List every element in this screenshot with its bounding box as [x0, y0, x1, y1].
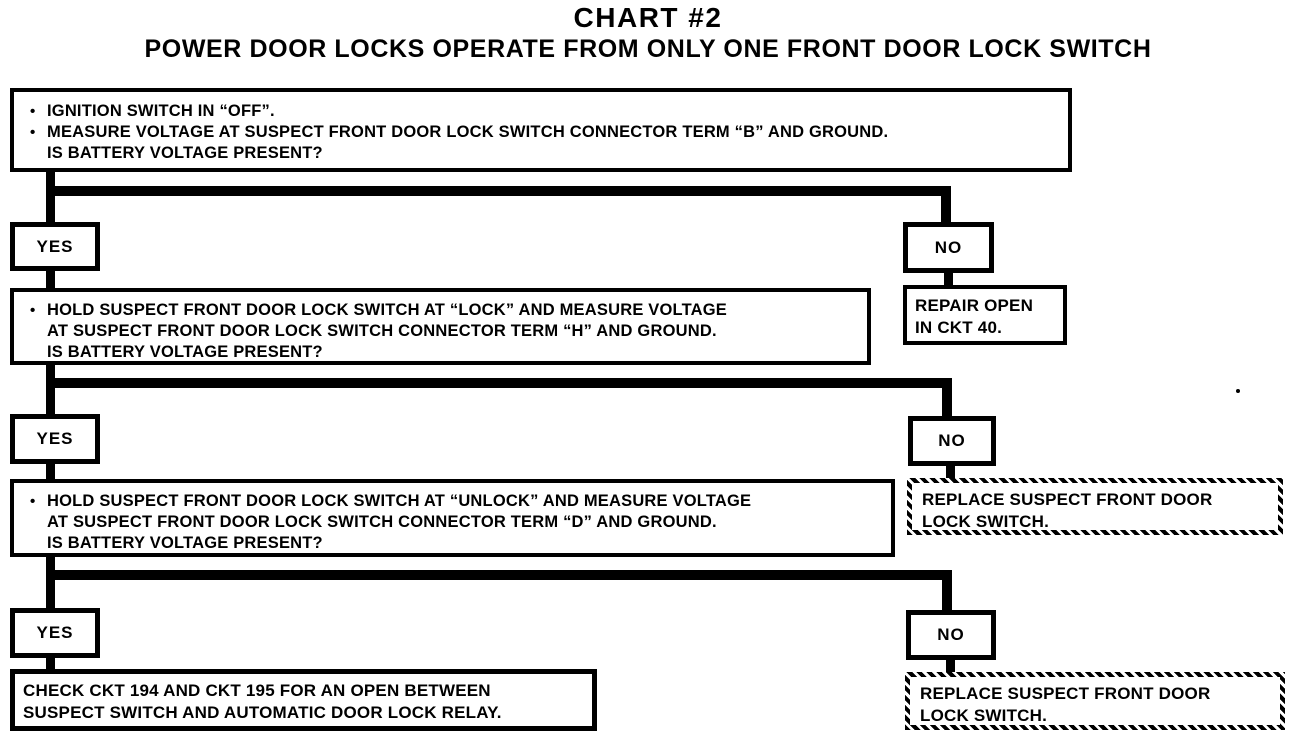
print-artifact-dot	[1236, 389, 1240, 393]
step-1-line-3: • IS BATTERY VOLTAGE PRESENT?	[30, 143, 1058, 164]
connector-line	[46, 186, 951, 196]
step-2-line-2: • AT SUSPECT FRONT DOOR LOCK SWITCH CONN…	[30, 321, 857, 342]
terminal-text-line: LOCK SWITCH.	[920, 706, 1048, 725]
connector-line	[46, 463, 55, 480]
no-label: NO	[938, 431, 966, 450]
connector-line	[46, 570, 952, 580]
step-3-no-box: NO	[906, 610, 996, 660]
step-2-text-1: HOLD SUSPECT FRONT DOOR LOCK SWITCH AT “…	[47, 301, 728, 319]
step-2-yes-box: YES	[10, 414, 100, 464]
step-2-text-2: AT SUSPECT FRONT DOOR LOCK SWITCH CONNEC…	[47, 322, 717, 340]
no-label: NO	[937, 625, 965, 644]
step-2-line-3: • IS BATTERY VOLTAGE PRESENT?	[30, 342, 857, 363]
connector-line	[942, 378, 952, 416]
step-1-line-1: • IGNITION SWITCH IN “OFF”.	[30, 101, 1058, 122]
bullet-icon: •	[30, 124, 36, 141]
step-2-text-3: IS BATTERY VOLTAGE PRESENT?	[47, 343, 323, 361]
step-1-question-box: • IGNITION SWITCH IN “OFF”. • MEASURE VO…	[10, 88, 1072, 172]
step-3-text-3: IS BATTERY VOLTAGE PRESENT?	[47, 534, 323, 552]
connector-line	[946, 465, 955, 479]
terminal-replace-switch-box-1: REPLACE SUSPECT FRONT DOOR LOCK SWITCH.	[907, 478, 1283, 535]
connector-line	[946, 659, 955, 672]
connector-line	[46, 656, 55, 670]
terminal-text-line: CHECK CKT 194 AND CKT 195 FOR AN OPEN BE…	[23, 681, 491, 700]
step-3-line-3: • IS BATTERY VOLTAGE PRESENT?	[30, 533, 881, 554]
terminal-text-line: LOCK SWITCH.	[922, 512, 1050, 531]
step-3-text-2: AT SUSPECT FRONT DOOR LOCK SWITCH CONNEC…	[47, 513, 717, 531]
terminal-text-line: IN CKT 40.	[915, 318, 1003, 337]
step-3-line-1: • HOLD SUSPECT FRONT DOOR LOCK SWITCH AT…	[30, 491, 881, 512]
no-label: NO	[934, 237, 963, 257]
chart-title: CHART #2	[573, 2, 723, 33]
step-1-text-2: MEASURE VOLTAGE AT SUSPECT FRONT DOOR LO…	[47, 123, 889, 141]
connector-line	[46, 365, 55, 415]
terminal-text-line: SUSPECT SWITCH AND AUTOMATIC DOOR LOCK R…	[23, 703, 502, 722]
connector-line	[941, 186, 951, 223]
terminal-text-line: REPAIR OPEN	[915, 296, 1034, 315]
bullet-icon: •	[30, 103, 36, 120]
connector-line	[46, 269, 55, 289]
step-1-text-3: IS BATTERY VOLTAGE PRESENT?	[47, 144, 323, 162]
step-3-text-1: HOLD SUSPECT FRONT DOOR LOCK SWITCH AT “…	[47, 492, 752, 510]
bullet-icon: •	[30, 493, 36, 510]
bullet-icon: •	[30, 302, 36, 319]
step-1-text-1: IGNITION SWITCH IN “OFF”.	[47, 102, 275, 120]
chart-subtitle: POWER DOOR LOCKS OPERATE FROM ONLY ONE F…	[144, 35, 1152, 63]
connector-line	[46, 172, 55, 223]
step-1-yes-box: YES	[10, 222, 100, 271]
yes-label: YES	[36, 429, 74, 448]
step-2-line-1: • HOLD SUSPECT FRONT DOOR LOCK SWITCH AT…	[30, 300, 857, 321]
step-3-question-box: • HOLD SUSPECT FRONT DOOR LOCK SWITCH AT…	[10, 479, 895, 557]
step-1-no-box: NO	[903, 222, 994, 273]
step-2-no-box: NO	[908, 416, 996, 466]
connector-line	[942, 570, 952, 610]
connector-line	[46, 557, 55, 608]
connector-line	[46, 378, 952, 388]
yes-label: YES	[36, 236, 74, 256]
terminal-replace-switch-box-2: REPLACE SUSPECT FRONT DOOR LOCK SWITCH.	[905, 672, 1285, 730]
step-3-line-2: • AT SUSPECT FRONT DOOR LOCK SWITCH CONN…	[30, 512, 881, 533]
step-1-line-2: • MEASURE VOLTAGE AT SUSPECT FRONT DOOR …	[30, 122, 1058, 143]
step-3-yes-box: YES	[10, 608, 100, 658]
terminal-text-line: REPLACE SUSPECT FRONT DOOR	[920, 684, 1211, 703]
yes-label: YES	[36, 623, 74, 642]
terminal-repair-open-box: REPAIR OPEN IN CKT 40.	[903, 285, 1067, 345]
step-2-question-box: • HOLD SUSPECT FRONT DOOR LOCK SWITCH AT…	[10, 288, 871, 365]
terminal-text-line: REPLACE SUSPECT FRONT DOOR	[922, 490, 1213, 509]
connector-line	[944, 271, 953, 286]
terminal-check-ckt-box: CHECK CKT 194 AND CKT 195 FOR AN OPEN BE…	[10, 669, 597, 731]
